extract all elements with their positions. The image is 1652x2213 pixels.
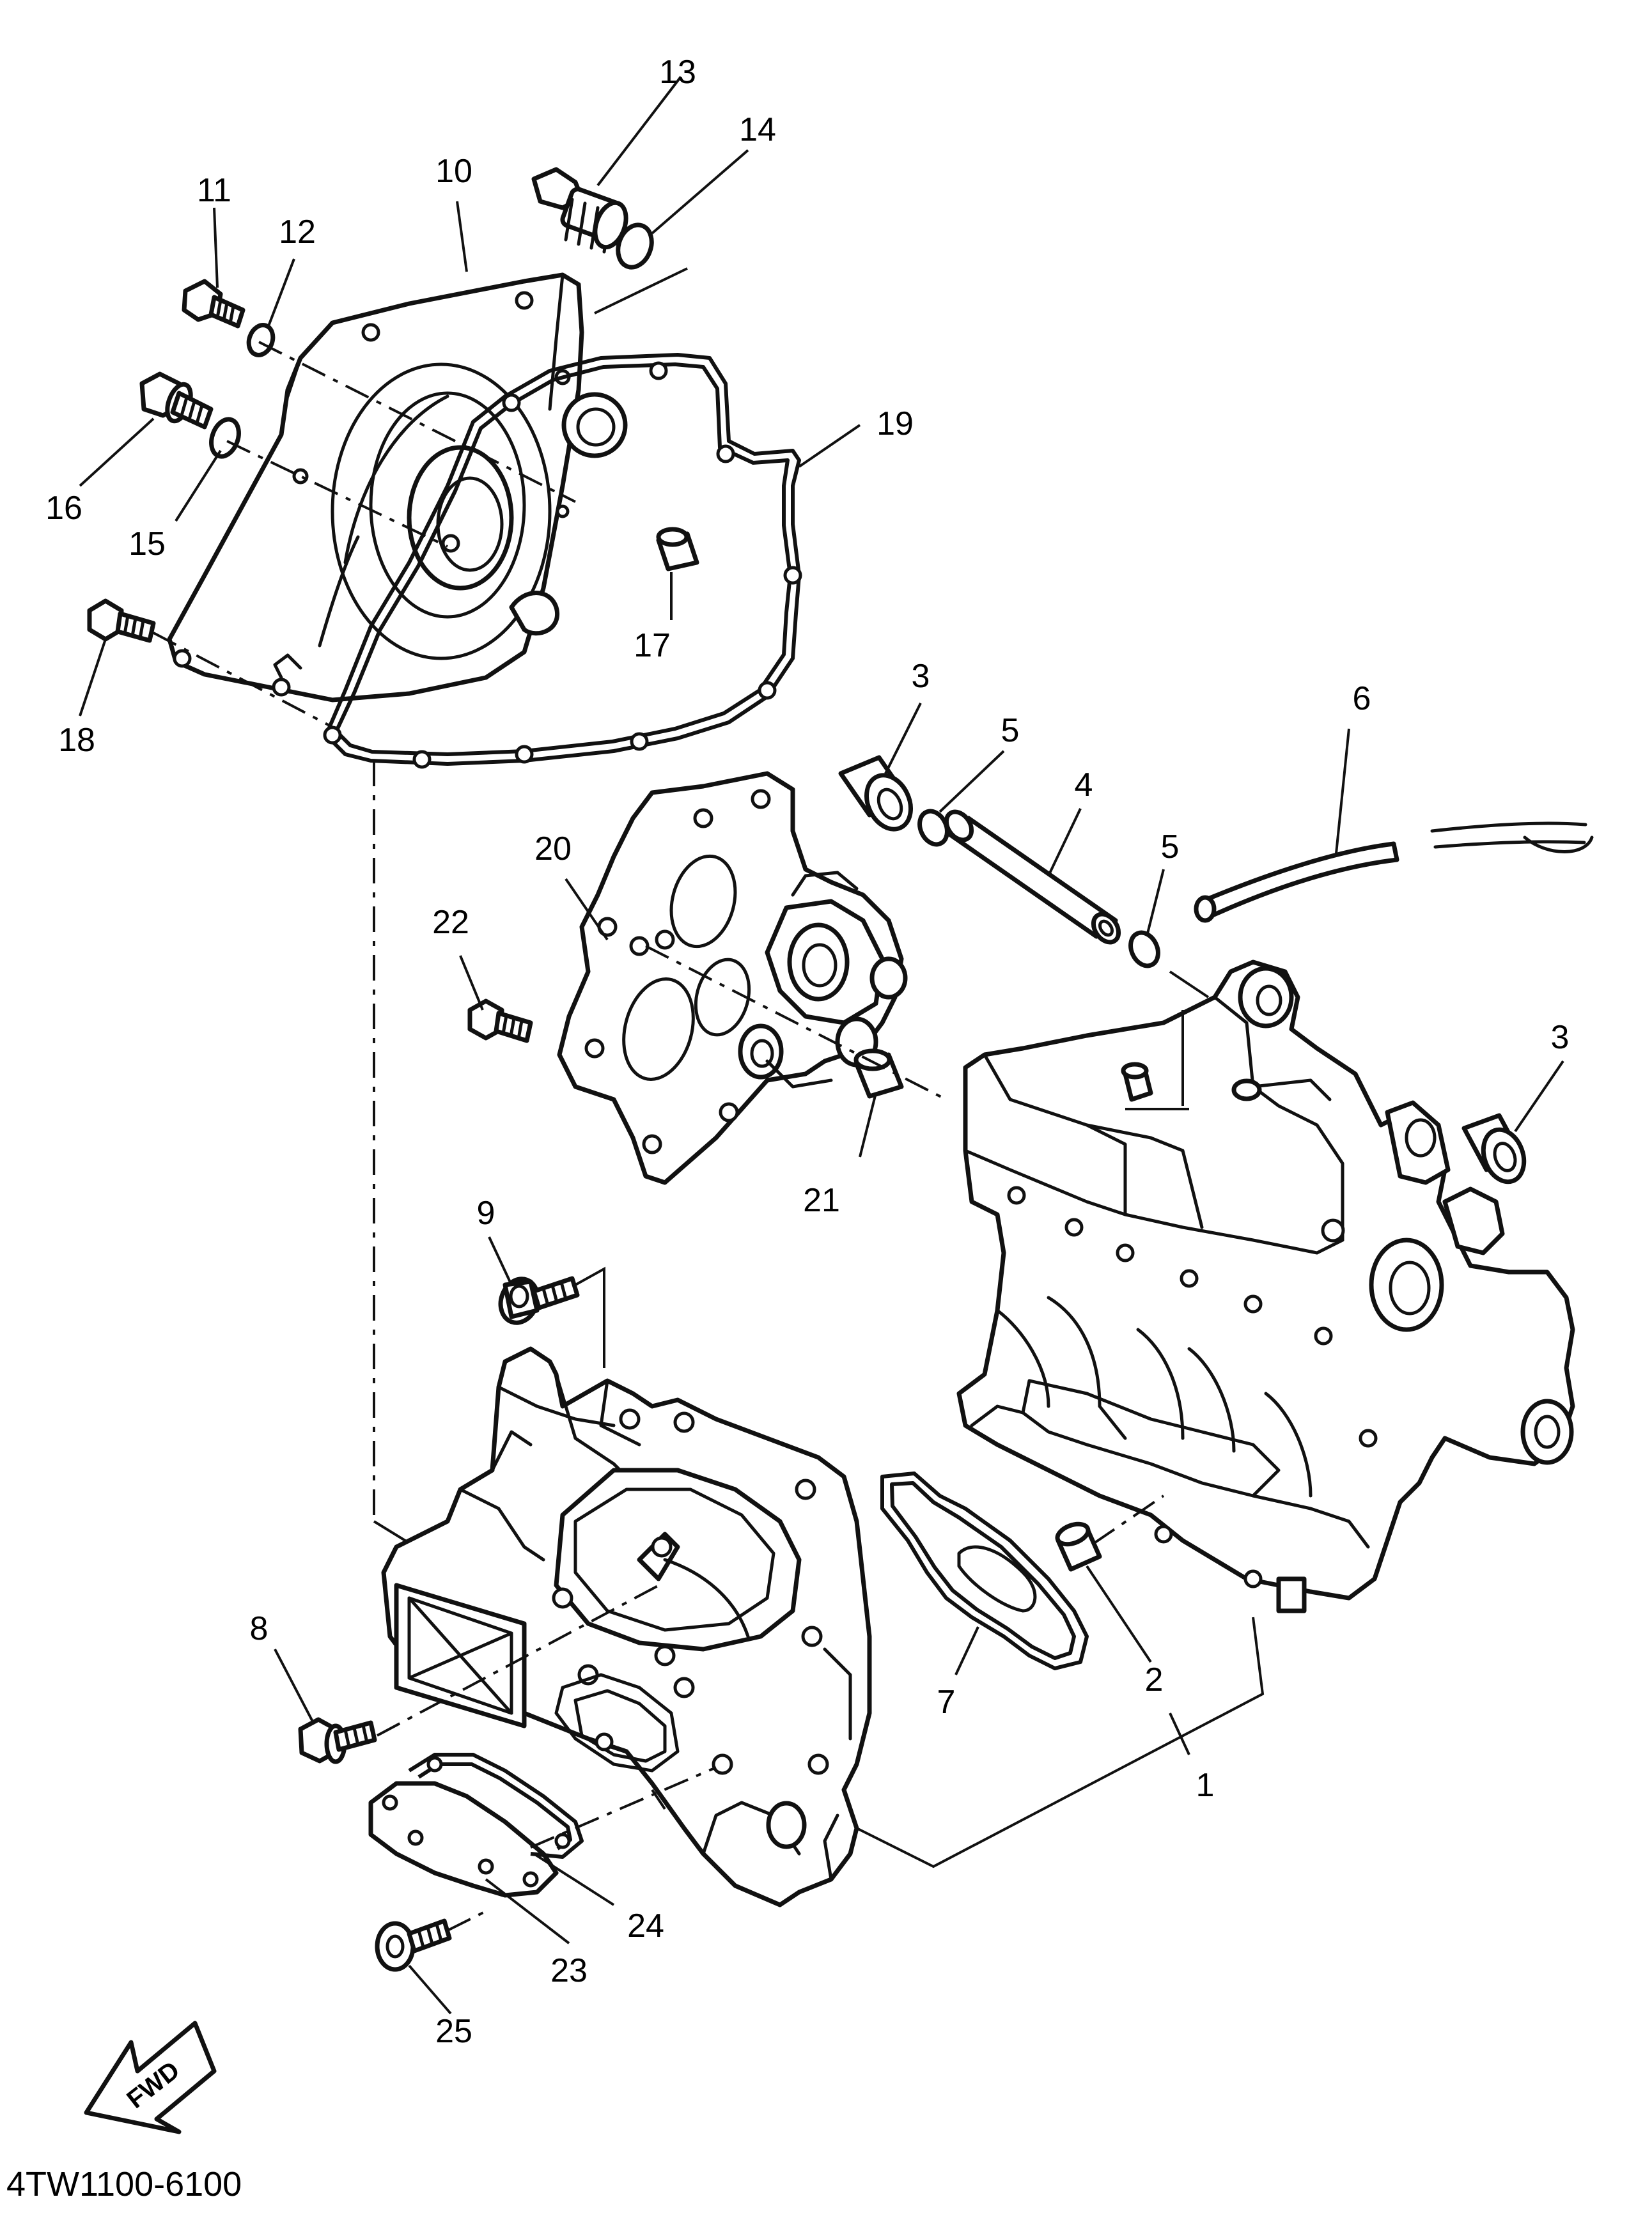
callout-3-right: 3 [1551, 1019, 1570, 1056]
callout-5-upper: 5 [1001, 712, 1020, 749]
callout-20: 20 [534, 830, 572, 867]
part-8-flange-bolt [298, 1717, 377, 1764]
callout-labels: 13 14 11 10 12 19 16 15 17 18 3 5 4 6 5 … [45, 54, 1569, 2050]
part-25-screw [375, 1918, 452, 1972]
assembly-line-15 [226, 440, 448, 548]
part-20-oil-pump-cover [557, 771, 908, 1185]
part-14-o-ring [616, 222, 654, 270]
assembly-line-13 [594, 267, 688, 314]
fwd-arrow-icon: FWD [84, 2021, 217, 2134]
callout-16: 16 [45, 490, 82, 527]
callout-5-lower: 5 [1161, 828, 1180, 866]
assembly-line-bolt-8 [377, 1581, 666, 1737]
part-15-washer [209, 417, 241, 459]
callout-23: 23 [550, 1952, 588, 1989]
callout-13: 13 [659, 54, 696, 91]
callout-4: 4 [1075, 766, 1093, 804]
assembly-line-part-1 [856, 1617, 1265, 1868]
callout-2: 2 [1145, 1661, 1164, 1698]
part-7-crankcase-gasket [880, 1471, 1089, 1670]
part-12-washer [246, 323, 276, 357]
part-24-side-cover-gasket [408, 1753, 584, 1859]
part-5-o-ring-lower [1128, 930, 1160, 968]
part-6-hose [1194, 821, 1594, 923]
part-17-dowel-pin [656, 527, 699, 571]
callout-21: 21 [803, 1182, 840, 1219]
part-3-bushing-upper [838, 755, 913, 832]
callout-25: 25 [435, 2013, 472, 2050]
callout-12: 12 [279, 214, 316, 251]
part-23-side-cover [368, 1781, 559, 1898]
callout-18: 18 [58, 722, 95, 759]
callout-10: 10 [435, 153, 472, 190]
callout-3-upper: 3 [912, 658, 930, 695]
callout-8: 8 [250, 1610, 269, 1647]
part-3-bushing-right [1461, 1113, 1527, 1184]
part-4-shaft [944, 809, 1121, 945]
callout-22: 22 [432, 904, 469, 941]
callout-7: 7 [937, 1684, 956, 1721]
part-9-socket-bolt [498, 1276, 580, 1325]
assembly-line-18 [153, 632, 336, 730]
callout-6: 6 [1353, 680, 1371, 717]
part-2-dowel [1055, 1521, 1102, 1572]
part-10-crankcase-cover [167, 272, 628, 703]
callout-24: 24 [627, 1907, 664, 1945]
part-21-collar [853, 1048, 904, 1099]
callout-9: 9 [477, 1195, 495, 1232]
assembly-line-pump [645, 945, 947, 1101]
diagram-code: 4TW1100-6100 [6, 2165, 242, 2203]
callout-19: 19 [877, 405, 914, 442]
part-18-bolt [87, 598, 156, 643]
part-13-drain-plug [531, 167, 628, 254]
leader-lines [79, 75, 1564, 2015]
part-19-cover-gasket [323, 353, 802, 769]
part-16-flange-bolt [139, 371, 214, 430]
assembly-line-cover [530, 1766, 717, 1849]
callout-17: 17 [634, 627, 671, 664]
part-11-bolt [182, 279, 245, 329]
callout-1: 1 [1196, 1767, 1215, 1804]
part-22-bolt [467, 998, 533, 1043]
callout-15: 15 [129, 525, 166, 563]
part-1-crankcase-right [956, 959, 1575, 1613]
assembly-line-dowel [1092, 1495, 1165, 1545]
assembly-line-12 [258, 341, 576, 503]
callout-11: 11 [197, 172, 231, 209]
callout-14: 14 [739, 111, 776, 148]
part-1-crankcase-left [381, 1346, 872, 1907]
